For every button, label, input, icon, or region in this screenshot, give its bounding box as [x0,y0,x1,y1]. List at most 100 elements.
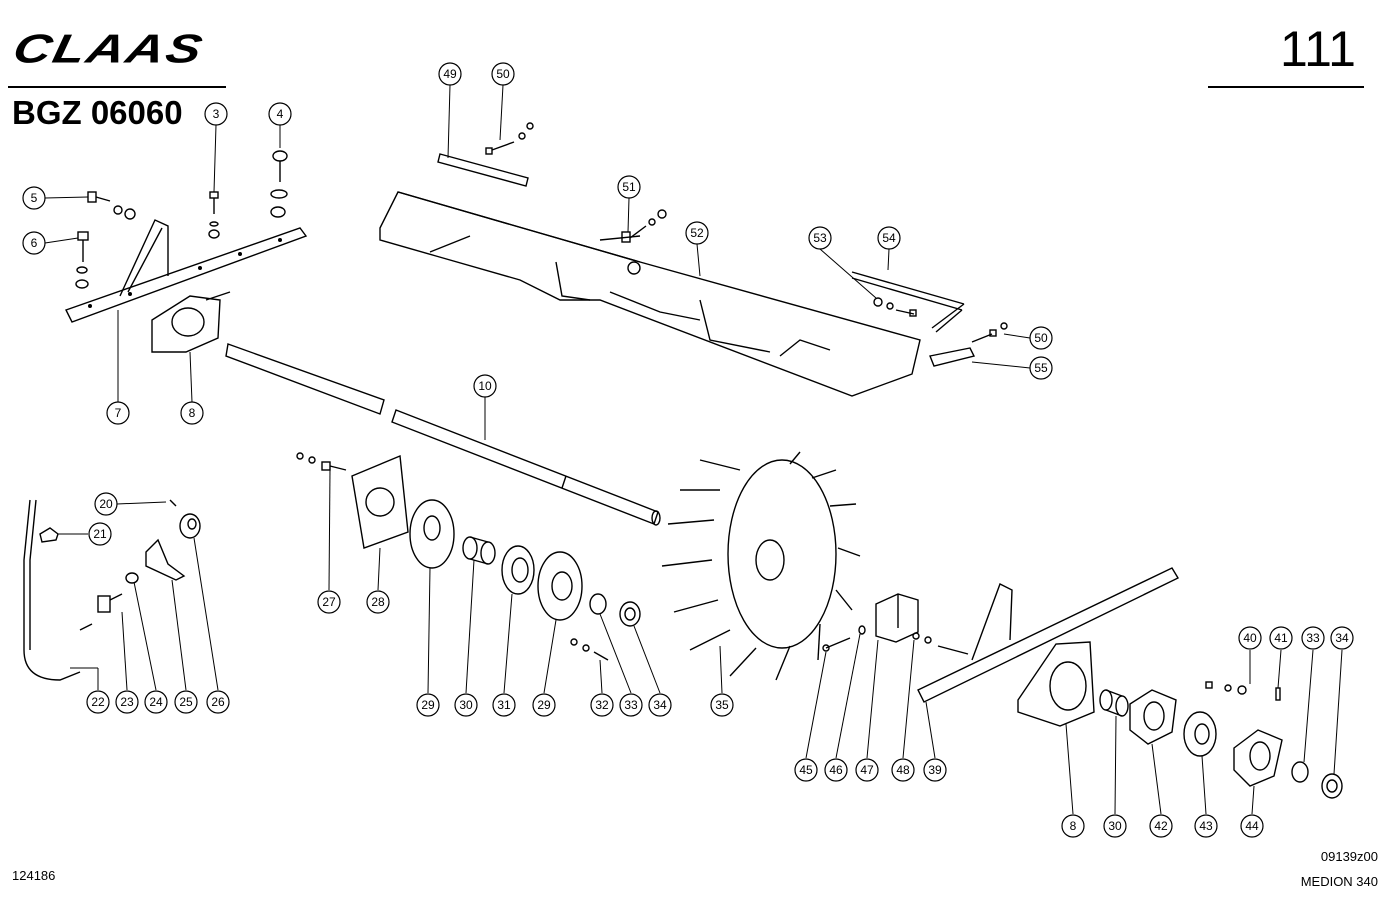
callout-31: 31 [492,693,516,717]
callout-54: 54 [877,226,901,250]
right-bracket-39-part [917,567,1179,703]
svg-text:52: 52 [690,226,704,240]
svg-text:32: 32 [595,698,609,712]
callout-29-left: 29 [416,693,440,717]
svg-text:7: 7 [115,406,122,420]
leader-lines [44,84,1343,815]
svg-text:43: 43 [1199,819,1213,833]
svg-text:27: 27 [322,595,336,609]
svg-text:33: 33 [624,698,638,712]
callout-23: 23 [115,690,139,714]
bolt-51-part [621,209,667,243]
svg-text:53: 53 [813,231,827,245]
strip-55-part [929,322,1008,367]
callout-50-top: 50 [491,62,515,86]
screw-20-part [169,499,177,507]
svg-text:47: 47 [860,763,874,777]
svg-text:42: 42 [1154,819,1168,833]
svg-text:8: 8 [1070,819,1077,833]
document-number: 124186 [12,868,56,883]
callout-25: 25 [174,690,198,714]
rod-54-part [851,271,965,333]
svg-text:35: 35 [715,698,729,712]
svg-text:31: 31 [497,698,511,712]
bearing-31-part [501,545,535,595]
callout-3: 3 [204,102,228,126]
svg-text:25: 25 [179,695,193,709]
callout-27: 27 [317,590,341,614]
flange-44-part [1233,729,1283,787]
svg-text:8: 8 [189,406,196,420]
callout-46: 46 [824,758,848,782]
bolt-27-part [296,452,347,471]
callout-49: 49 [438,62,462,86]
svg-text:33: 33 [1306,631,1320,645]
bolt-3-part [208,191,220,239]
svg-text:51: 51 [622,180,636,194]
callout-50-right: 50 [1029,326,1053,350]
svg-text:26: 26 [211,695,225,709]
callout-8: 8 [180,401,204,425]
svg-text:46: 46 [829,763,843,777]
callout-33-right: 33 [1301,626,1325,650]
svg-text:48: 48 [896,763,910,777]
svg-text:49: 49 [443,67,457,81]
sensor-cable-22-part [23,499,93,681]
right-bearing-housing-part [1017,641,1095,727]
grease-nipple-41-part [1275,687,1281,701]
svg-text:29: 29 [421,698,435,712]
ring-33-part [589,593,607,615]
callout-33-left: 33 [619,693,643,717]
callout-32: 32 [590,693,614,717]
strip-49-part [437,122,534,187]
svg-text:44: 44 [1245,819,1259,833]
svg-text:5: 5 [31,191,38,205]
svg-text:6: 6 [31,236,38,250]
washer-46-part [858,625,866,635]
svg-text:29: 29 [537,698,551,712]
svg-text:54: 54 [882,231,896,245]
callout-35: 35 [710,693,734,717]
callout-55: 55 [1029,356,1053,380]
page-number: 111 [1279,21,1356,77]
cap-21-part [39,527,59,543]
callout-24: 24 [144,690,168,714]
svg-text:41: 41 [1274,631,1288,645]
callout-48: 48 [891,758,915,782]
svg-text:40: 40 [1243,631,1257,645]
sleeve-30-part [462,536,496,565]
bolt-6-part [75,231,89,289]
svg-text:4: 4 [277,107,284,121]
nut-34-part [619,601,641,627]
block-47-part [875,593,919,643]
callout-47: 47 [855,758,879,782]
callout-22: 22 [86,690,110,714]
svg-text:28: 28 [371,595,385,609]
callout-51: 51 [617,175,641,199]
nut-34b-part [1321,773,1343,799]
svg-text:23: 23 [120,695,134,709]
logo-underline [8,86,226,88]
bolt-48-part [912,632,969,655]
svg-text:22: 22 [91,695,105,709]
callout-7: 7 [106,401,130,425]
svg-text:10: 10 [478,379,492,393]
nut-24-part [125,572,139,584]
model-name: MEDION 340 [1300,874,1378,889]
svg-text:34: 34 [1335,631,1349,645]
callout-10: 10 [473,374,497,398]
svg-text:20: 20 [99,497,113,511]
svg-text:30: 30 [1108,819,1122,833]
callout-26: 26 [206,690,230,714]
callout-43: 43 [1194,814,1218,838]
drawing-number: 09139z00 [1320,849,1378,864]
callout-21: 21 [88,522,112,546]
svg-text:30: 30 [459,698,473,712]
bearing-43-part [1183,711,1217,757]
fan-35-part [661,451,861,681]
bracket-25-part [145,538,186,581]
page-number-underline [1208,86,1364,88]
svg-text:24: 24 [149,695,163,709]
